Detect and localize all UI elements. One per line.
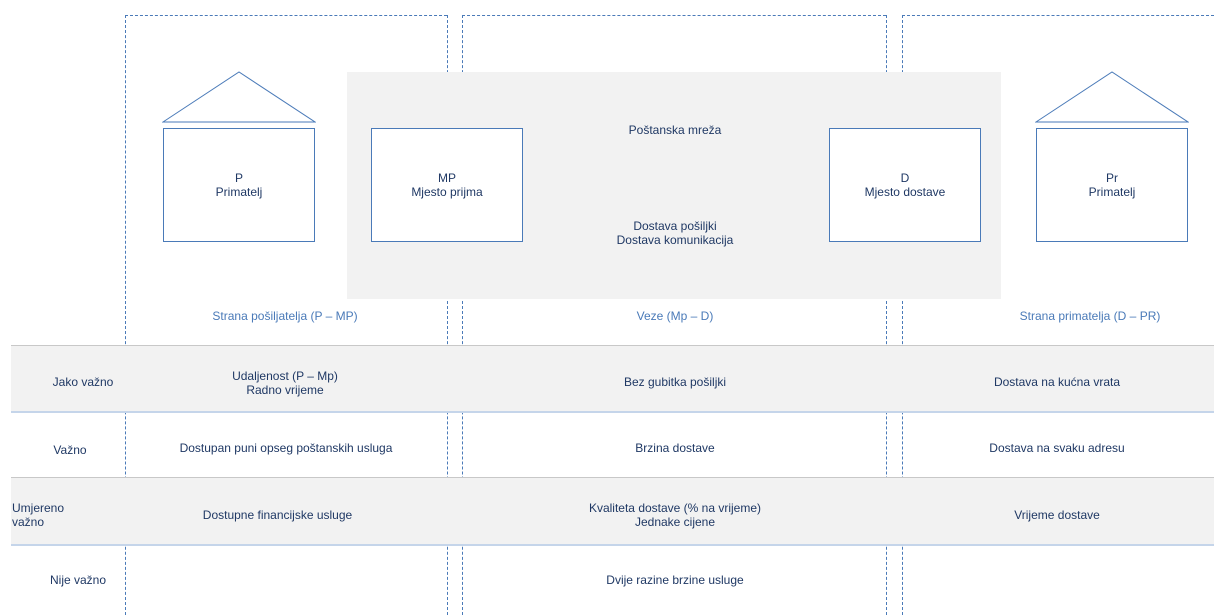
cell-line: Bez gubitka pošiljki — [623, 375, 727, 389]
column-label-sender-side: Strana pošiljatelja (P – MP) — [212, 309, 358, 323]
node-name: Mjesto dostave — [864, 185, 946, 199]
cell-line: Vrijeme dostave — [1014, 508, 1100, 522]
column-label-recipient-side: Strana primatelja (D – PR) — [1019, 309, 1161, 323]
table-cell: Udaljenost (P – Mp) Radno vrijeme — [140, 365, 430, 401]
cell-line: Dvije razine brzine usluge — [606, 573, 744, 587]
table-cell: Dostupne financijske usluge — [135, 505, 420, 525]
cell-line: Radno vrijeme — [246, 383, 324, 397]
table-cell: Vrijeme dostave — [920, 505, 1194, 525]
column-label-links: Veze (Mp – D) — [636, 309, 714, 323]
node-delivery-point: D Mjesto dostave — [829, 128, 981, 242]
node-name: Mjesto prijma — [411, 185, 483, 199]
row-label: Jako važno — [52, 375, 114, 389]
cell-line: Dostupan puni opseg poštanskih usluga — [179, 441, 393, 455]
row-label-line: Umjereno — [12, 501, 65, 515]
column-divider — [462, 15, 463, 615]
column-frame-top-left — [125, 15, 447, 16]
cell-line: Dostava na kućna vrata — [993, 375, 1121, 389]
network-line: Dostava pošiljki — [633, 219, 717, 233]
postal-network-title: Poštanska mreža — [628, 123, 722, 137]
cell-line: Kvaliteta dostave (% na vrijeme) — [588, 501, 762, 515]
node-code: Pr — [1106, 171, 1118, 185]
row-label: Važno — [53, 443, 87, 457]
node-code: P — [234, 171, 243, 185]
cell-line: Dostupne financijske usluge — [202, 508, 353, 522]
sender-house-roof-icon — [162, 71, 316, 123]
postal-network-description: Dostava pošiljki Dostava komunikacija — [530, 216, 820, 250]
table-cell: Kvaliteta dostave (% na vrijeme) Jednake… — [500, 497, 850, 533]
network-line: Dostava komunikacija — [616, 233, 734, 247]
row-label: Nije važno — [49, 573, 107, 587]
column-frame-top-middle — [462, 15, 886, 16]
column-divider — [125, 15, 126, 615]
row-band-very-important — [11, 345, 1214, 413]
node-sender: P Primatelj — [163, 128, 315, 242]
cell-line: Jednake cijene — [634, 515, 716, 529]
node-acceptance-point: MP Mjesto prijma — [371, 128, 523, 242]
column-divider — [902, 15, 903, 615]
table-cell: Dostava na kućna vrata — [920, 372, 1194, 392]
row-label: Umjereno važno — [12, 497, 152, 533]
cell-line: Brzina dostave — [635, 441, 715, 455]
node-name: Primatelj — [215, 185, 263, 199]
column-divider — [886, 15, 887, 615]
column-divider — [447, 15, 448, 615]
table-cell: Bez gubitka pošiljki — [500, 372, 850, 392]
table-cell: Brzina dostave — [500, 438, 850, 458]
row-band-moderately-important — [11, 477, 1214, 546]
cell-line: Udaljenost (P – Mp) — [232, 369, 338, 383]
table-cell: Dvije razine brzine usluge — [500, 570, 850, 590]
node-recipient: Pr Primatelj — [1036, 128, 1188, 242]
node-code: D — [900, 171, 910, 185]
column-frame-top-right — [902, 15, 1214, 16]
recipient-house-roof-icon — [1035, 71, 1189, 123]
cell-line: Dostava na svaku adresu — [989, 441, 1125, 455]
table-cell: Dostupan puni opseg poštanskih usluga — [135, 438, 437, 458]
row-label-line: važno — [12, 515, 45, 529]
table-cell: Dostava na svaku adresu — [920, 438, 1194, 458]
node-name: Primatelj — [1088, 185, 1136, 199]
node-code: MP — [438, 171, 456, 185]
